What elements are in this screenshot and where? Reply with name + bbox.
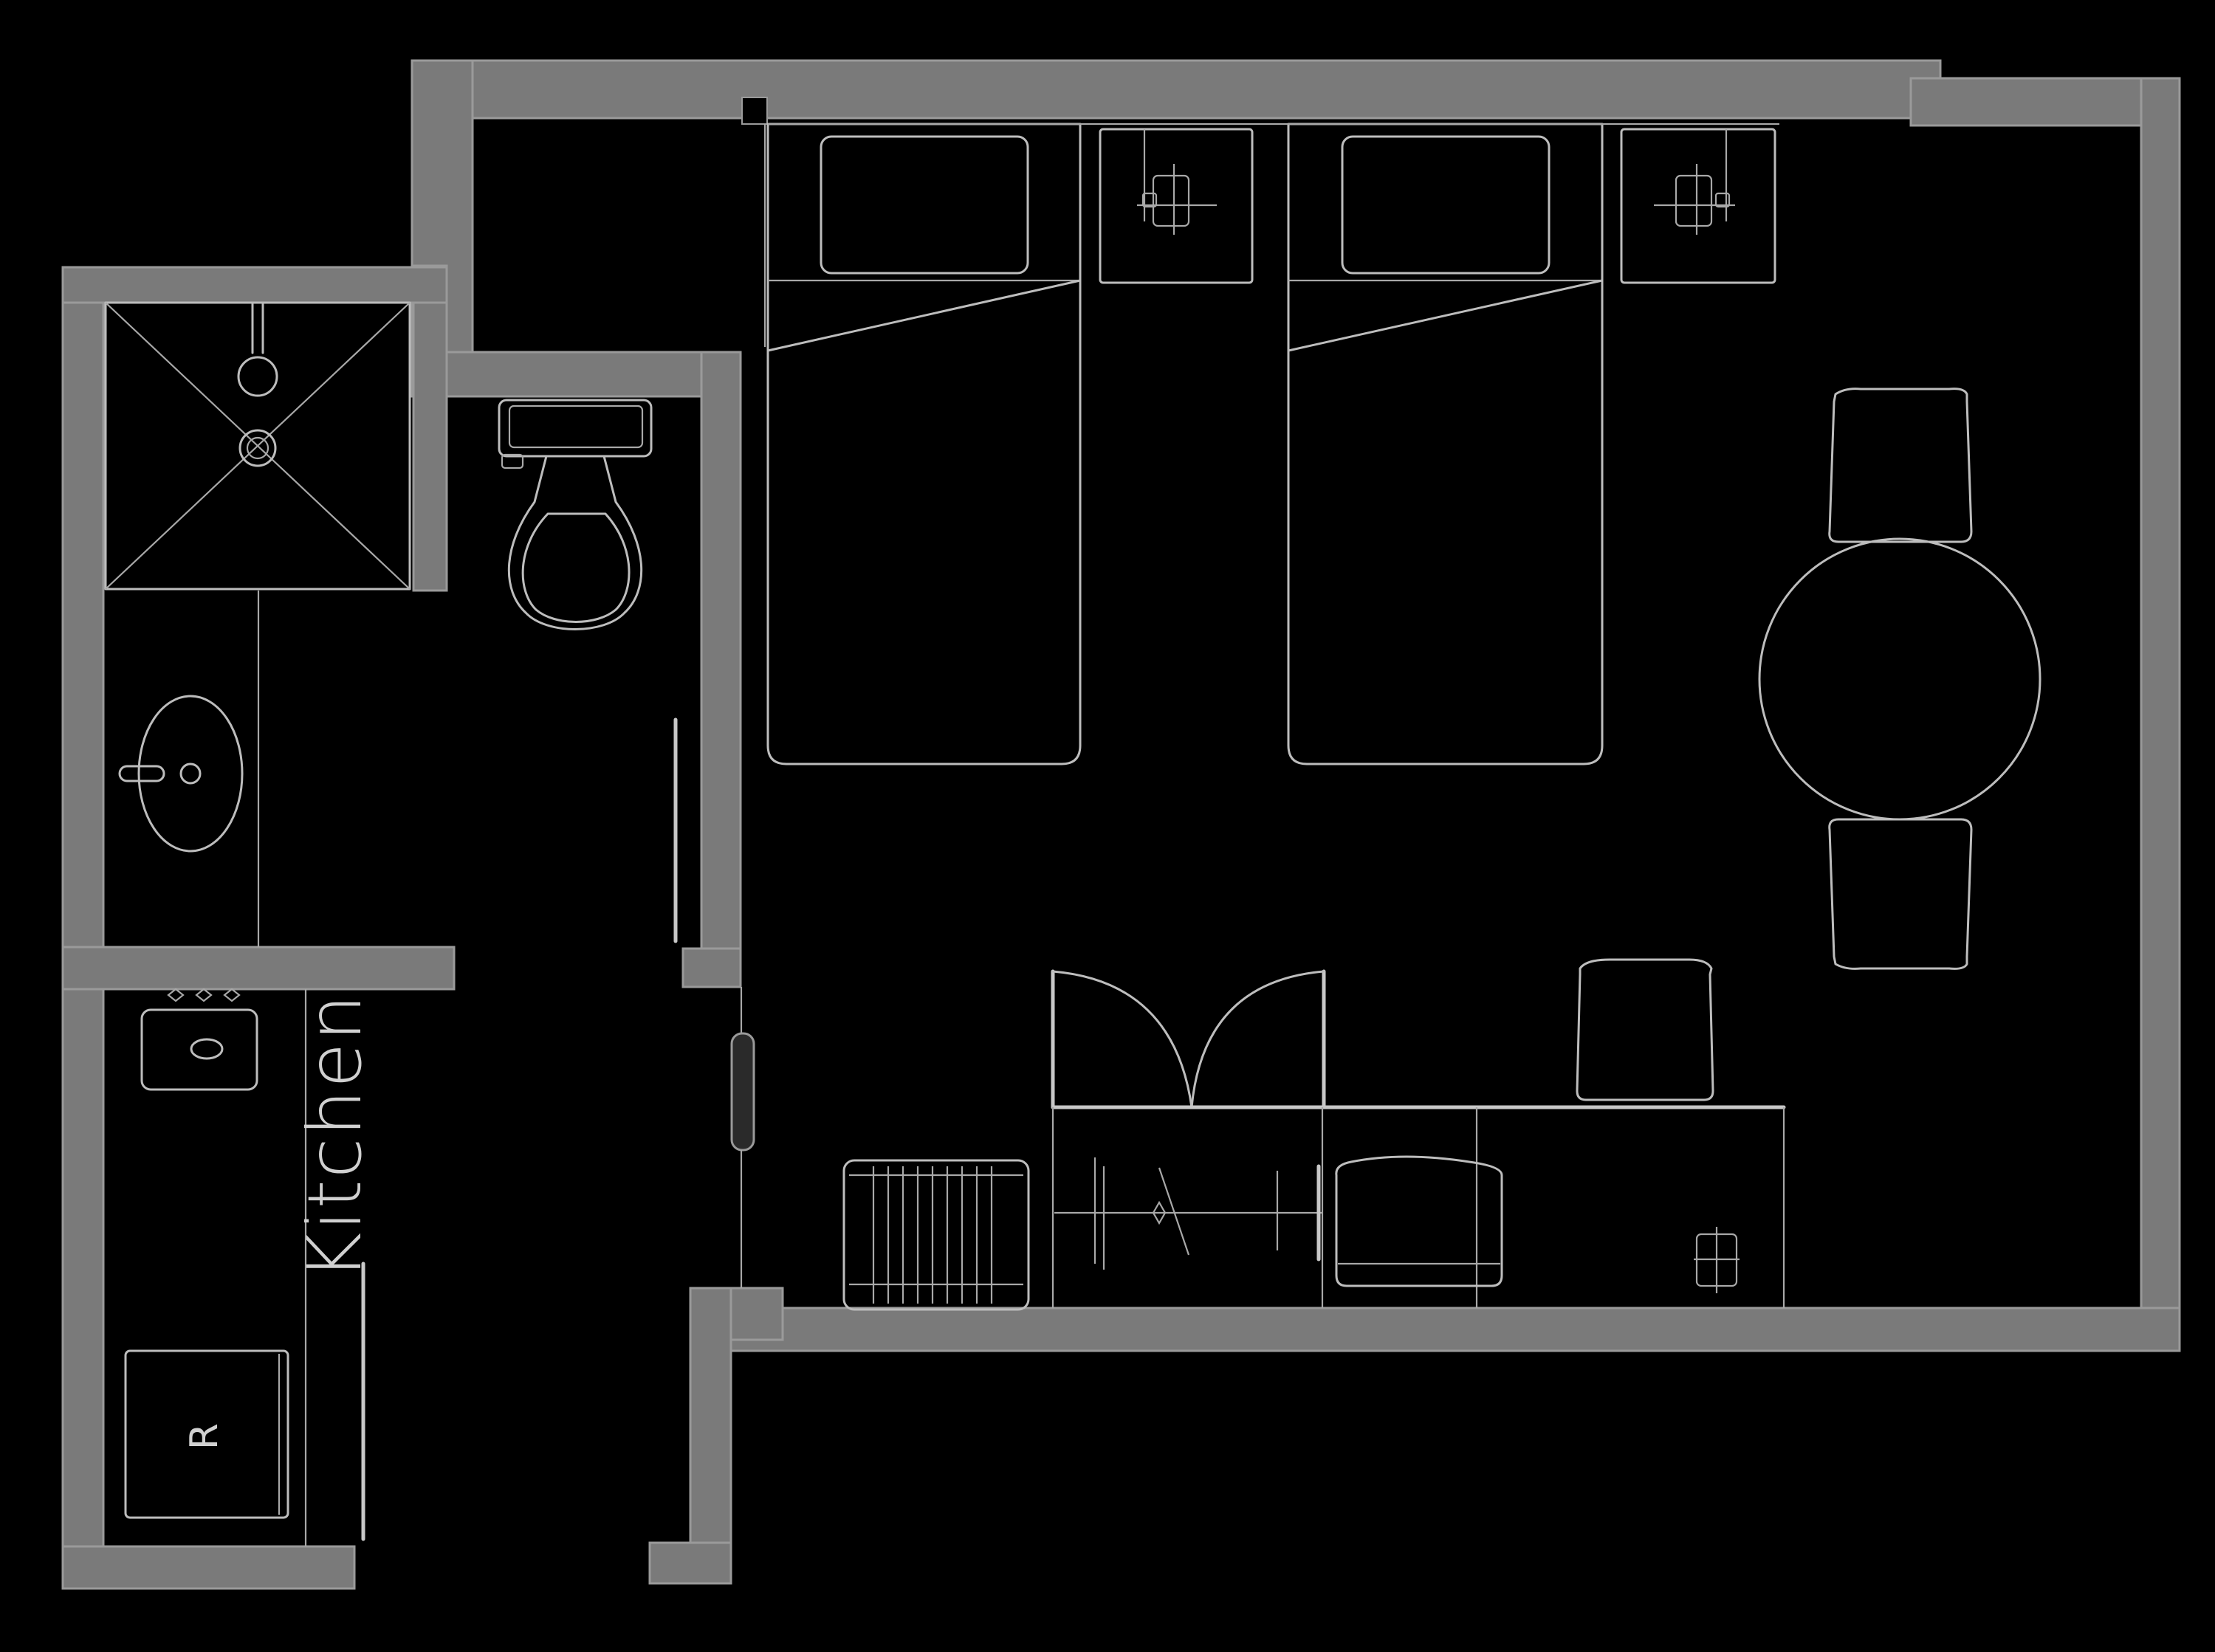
wall-toilet-right bbox=[700, 351, 742, 988]
shower-drain-icon bbox=[238, 429, 277, 467]
wall-kitchen-bottom bbox=[61, 1545, 356, 1590]
wall-top-left bbox=[411, 59, 1942, 120]
bed-2 bbox=[1287, 123, 1604, 765]
kitchen: R Kitchen bbox=[124, 988, 378, 1546]
entry-door[interactable] bbox=[730, 987, 755, 1288]
wall-bottom bbox=[728, 1307, 2181, 1352]
lamp-icon bbox=[1654, 164, 1735, 235]
wall-bath-kitchen bbox=[61, 946, 456, 991]
wall-toilet-top bbox=[411, 351, 742, 398]
dining-set bbox=[1758, 388, 2041, 970]
wall-shower-toilet bbox=[412, 264, 448, 592]
desk-lamp-icon bbox=[1694, 1227, 1740, 1293]
wall-far-left bbox=[61, 266, 105, 1590]
nightstand-2 bbox=[1620, 128, 1776, 284]
refrigerator-icon: R bbox=[124, 1349, 289, 1519]
door-post bbox=[741, 97, 768, 125]
dining-chair-bottom bbox=[1828, 818, 1973, 970]
cooktop-knobs-icon bbox=[167, 988, 241, 1002]
entry-door-leaf[interactable] bbox=[730, 1032, 755, 1152]
pillow-icon bbox=[820, 135, 1029, 275]
shower-head-icon bbox=[237, 356, 278, 397]
sink-icon bbox=[118, 695, 244, 853]
armchair-icon bbox=[1335, 1155, 1503, 1287]
shower-icon bbox=[104, 301, 411, 591]
wall-corridor-right bbox=[689, 1287, 732, 1585]
desk-chair bbox=[1576, 958, 1714, 1101]
kitchen-label: Kitchen bbox=[292, 993, 378, 1281]
wall-toilet-right-foot bbox=[681, 947, 742, 988]
lamp-icon bbox=[1137, 164, 1217, 235]
bed-1 bbox=[766, 123, 1082, 765]
pillow-icon bbox=[1341, 135, 1550, 275]
nightstand-1 bbox=[1099, 128, 1254, 284]
walls bbox=[61, 59, 2181, 1590]
wall-right bbox=[2140, 77, 2181, 1352]
radiator-icon bbox=[842, 1159, 1030, 1311]
toilet-icon bbox=[498, 399, 653, 630]
dining-chair-top bbox=[1828, 388, 1973, 543]
wall-shower-top bbox=[61, 266, 448, 304]
cooktop-icon bbox=[140, 1008, 258, 1091]
wall-top-right bbox=[1909, 77, 2181, 127]
wardrobe-doors[interactable] bbox=[1051, 969, 1326, 1109]
closet-rod-icon bbox=[1054, 1157, 1322, 1270]
refrigerator-label: R bbox=[182, 1423, 227, 1450]
dresser-desk bbox=[1051, 1105, 1786, 1308]
bathroom bbox=[104, 301, 678, 947]
wall-corridor-foot bbox=[648, 1541, 732, 1585]
round-table-icon bbox=[1758, 537, 2041, 821]
